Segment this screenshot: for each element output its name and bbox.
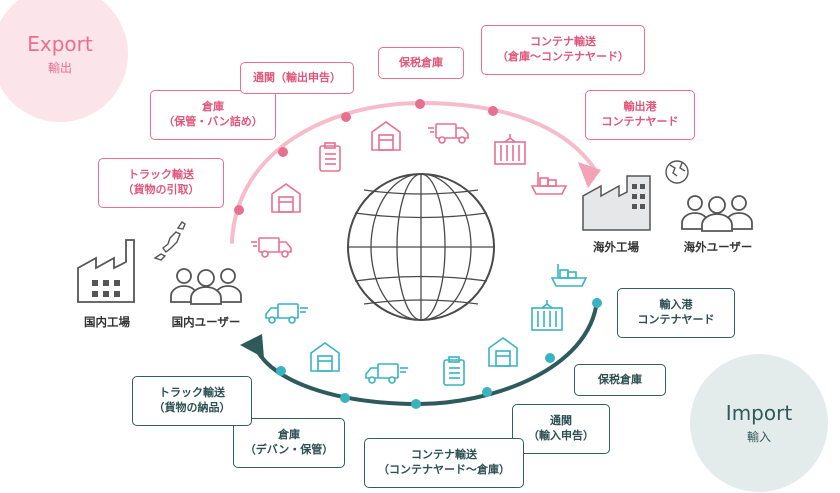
overseas-factory-label: 海外工場 xyxy=(593,240,639,254)
callout-line: （コンテナヤード〜倉庫） xyxy=(378,463,510,476)
callout-line: （貨物の納品） xyxy=(153,401,231,414)
callout-line: （輸入申告） xyxy=(528,429,594,442)
callout-line: 通関 xyxy=(550,414,572,428)
callout-export-bonded-warehouse: 保税倉庫 xyxy=(378,47,464,79)
callout-line: （倉庫〜コンテナヤード） xyxy=(497,50,629,63)
callout-export-truck: トラック輸送 （貨物の引取） xyxy=(98,158,224,208)
overseas-users-label: 海外ユーザー xyxy=(683,240,753,254)
callout-line: トラック輸送 xyxy=(159,386,225,400)
callout-line: 輸出港 xyxy=(623,100,657,114)
callout-line: 保税倉庫 xyxy=(598,372,642,386)
callout-line: 倉庫 xyxy=(202,100,224,114)
export-arc xyxy=(230,100,596,244)
export-dot xyxy=(415,99,425,109)
callout-line: 保税倉庫 xyxy=(399,55,443,69)
callout-line: 倉庫 xyxy=(278,428,300,442)
callout-line: コンテナヤード xyxy=(637,313,715,326)
callout-line: トラック輸送 xyxy=(128,168,194,182)
import-arc xyxy=(256,298,599,407)
warehouse-icon xyxy=(310,342,340,372)
clipboard-icon xyxy=(443,356,465,386)
callout-line: コンテナヤード xyxy=(601,115,679,128)
import-title: Import xyxy=(725,401,793,425)
import-dot xyxy=(411,399,421,409)
callout-line: 通関（輸出申告） xyxy=(253,70,341,84)
domestic-users-icon xyxy=(170,268,242,305)
japan-map-icon xyxy=(153,221,186,261)
export-dot xyxy=(234,205,244,215)
import-dot xyxy=(482,387,492,397)
export-dot xyxy=(488,106,498,116)
import-arrowhead xyxy=(240,334,264,358)
domestic-factory-icon xyxy=(77,239,135,303)
domestic-factory-label: 国内工場 xyxy=(84,315,130,329)
callout-export-warehouse: 倉庫 （保管・バン詰め） xyxy=(150,90,276,140)
import-dot xyxy=(340,393,350,403)
container-icon xyxy=(494,134,526,165)
callout-export-customs: 通関（輸出申告） xyxy=(240,62,354,94)
truck-icon xyxy=(428,123,469,144)
warehouse-icon xyxy=(488,337,518,367)
callout-import-port: 輸入港 コンテナヤード xyxy=(617,288,735,338)
warehouse-icon xyxy=(271,183,301,213)
import-dot xyxy=(276,366,286,376)
import-badge: Import 輸入 xyxy=(690,354,828,492)
callout-line: （貨物の引取） xyxy=(122,183,200,196)
import-subtitle: 輸入 xyxy=(746,430,771,444)
overseas-users-icon xyxy=(681,195,753,232)
callout-import-warehouse: 倉庫 （デバン・保管） xyxy=(233,418,345,468)
export-subtitle: 輸出 xyxy=(47,61,72,75)
import-dots xyxy=(276,298,602,409)
export-dot xyxy=(278,147,288,157)
callout-line: 輸入港 xyxy=(659,298,693,312)
callout-export-container-transport: コンテナ輸送 （倉庫〜コンテナヤード） xyxy=(481,25,645,75)
callout-import-bonded-warehouse: 保税倉庫 xyxy=(574,364,666,396)
truck-icon xyxy=(365,363,408,384)
truck-icon xyxy=(265,303,308,324)
domestic-users-label: 国内ユーザー xyxy=(171,315,241,329)
globe-icon xyxy=(347,173,495,321)
warehouse-icon xyxy=(371,121,401,151)
container-icon xyxy=(531,300,563,331)
earth-icon xyxy=(665,160,689,184)
callout-import-customs: 通関 （輸入申告） xyxy=(512,404,610,454)
callout-import-truck: トラック輸送 （貨物の納品） xyxy=(132,376,252,426)
callout-line: コンテナ輸送 xyxy=(411,448,477,462)
export-arrowhead xyxy=(578,162,601,188)
export-dot xyxy=(341,112,351,122)
export-badge: Export 輸出 xyxy=(0,0,128,122)
clipboard-icon xyxy=(319,142,341,172)
ship-icon xyxy=(550,264,588,287)
export-title: Export xyxy=(27,32,93,56)
export-dots xyxy=(234,99,498,215)
truck-icon xyxy=(251,237,292,258)
callout-line: （保管・バン詰め） xyxy=(163,115,263,128)
callout-import-container-transport: コンテナ輸送 （コンテナヤード〜倉庫） xyxy=(364,438,524,488)
callout-export-port: 輸出港 コンテナヤード xyxy=(585,90,695,140)
callout-line: コンテナ輸送 xyxy=(530,35,596,49)
import-dot xyxy=(545,353,555,363)
callout-line: （デバン・保管） xyxy=(244,443,334,456)
ship-icon xyxy=(530,172,568,195)
overseas-factory-icon xyxy=(582,175,651,231)
import-dot xyxy=(592,298,602,308)
